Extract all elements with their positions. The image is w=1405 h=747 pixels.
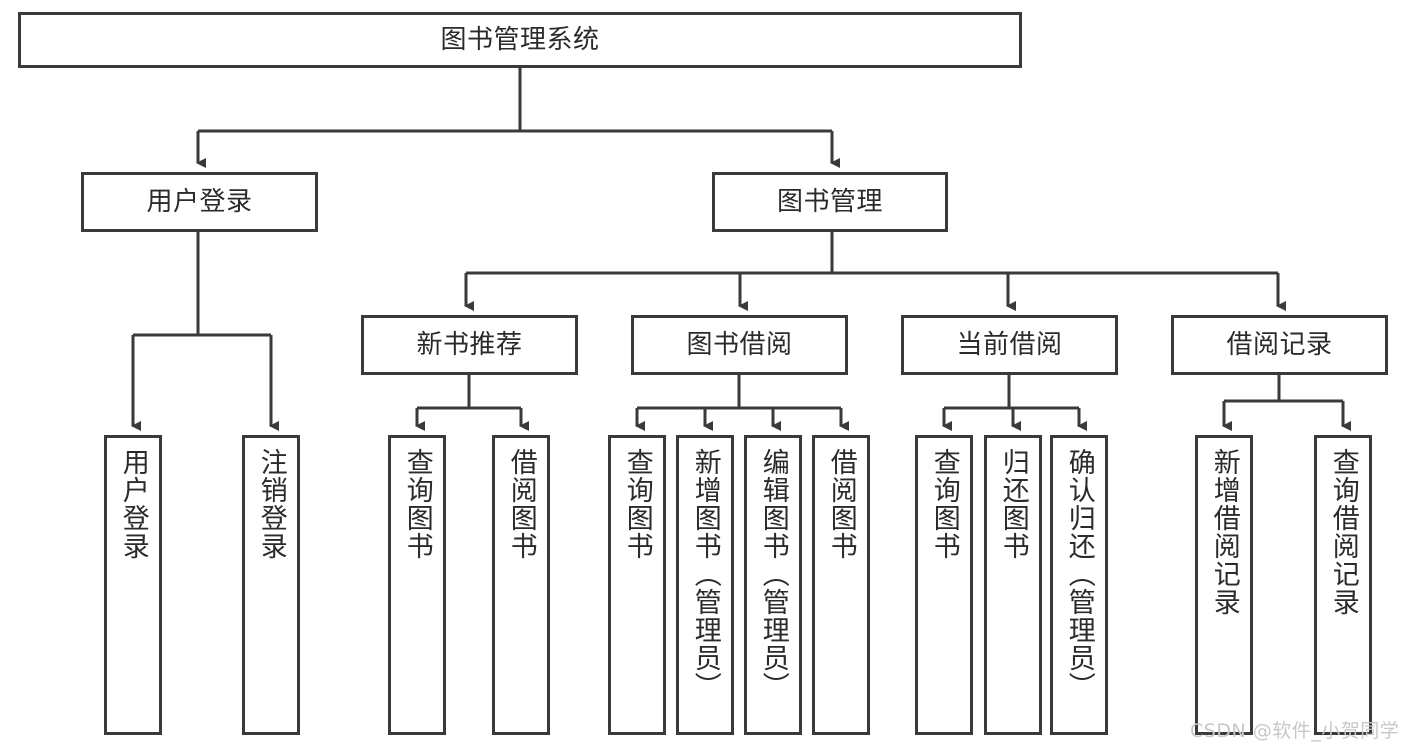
leaf-user-login[interactable]: 用户登录 <box>104 435 162 735</box>
leaf-borrow-book[interactable]: 借阅图书 <box>812 435 870 735</box>
node-label: 查询图书 <box>401 448 433 560</box>
node-label: 查询图书 <box>621 448 653 560</box>
node-label: 新增借阅记录 <box>1208 448 1240 616</box>
node-label: 借阅记录 <box>1226 329 1333 360</box>
node-label: 归还图书 <box>997 448 1029 560</box>
node-borrow-records[interactable]: 借阅记录 <box>1171 315 1388 375</box>
leaf-borrow-book-recommend[interactable]: 借阅图书 <box>492 435 550 735</box>
node-user-login[interactable]: 用户登录 <box>81 172 318 232</box>
node-current-borrow[interactable]: 当前借阅 <box>901 315 1118 375</box>
node-label: 编辑图书（管理员） <box>757 448 789 700</box>
node-book-borrow[interactable]: 图书借阅 <box>631 315 848 375</box>
node-root-system[interactable]: 图书管理系统 <box>18 12 1022 68</box>
leaf-add-borrow-record[interactable]: 新增借阅记录 <box>1195 435 1253 735</box>
node-label: 图书管理系统 <box>440 24 600 55</box>
node-label: 查询借阅记录 <box>1327 448 1359 616</box>
node-new-book-recommend[interactable]: 新书推荐 <box>361 315 578 375</box>
node-label: 注销登录 <box>255 448 287 560</box>
node-label: 用户登录 <box>146 186 253 217</box>
node-label: 图书借阅 <box>686 329 793 360</box>
leaf-confirm-return-admin[interactable]: 确认归还（管理员） <box>1050 435 1108 735</box>
leaf-query-book[interactable]: 查询图书 <box>608 435 666 735</box>
node-book-management[interactable]: 图书管理 <box>712 172 948 232</box>
leaf-query-borrow-record[interactable]: 查询借阅记录 <box>1314 435 1372 735</box>
node-label: 用户登录 <box>117 448 149 560</box>
leaf-edit-book-admin[interactable]: 编辑图书（管理员） <box>744 435 802 735</box>
node-label: 图书管理 <box>776 186 883 217</box>
leaf-return-book[interactable]: 归还图书 <box>984 435 1042 735</box>
leaf-add-book-admin[interactable]: 新增图书（管理员） <box>676 435 734 735</box>
node-label: 借阅图书 <box>505 448 537 560</box>
node-label: 确认归还（管理员） <box>1063 448 1095 700</box>
leaf-query-book-recommend[interactable]: 查询图书 <box>388 435 446 735</box>
leaf-user-logout[interactable]: 注销登录 <box>242 435 300 735</box>
leaf-query-book-current[interactable]: 查询图书 <box>915 435 973 735</box>
csdn-watermark: CSDN @软件_小贺同学 <box>1190 720 1400 742</box>
node-label: 新增图书（管理员） <box>689 448 721 700</box>
node-label: 借阅图书 <box>825 448 857 560</box>
node-label: 查询图书 <box>928 448 960 560</box>
node-label: 新书推荐 <box>416 329 523 360</box>
node-label: 当前借阅 <box>956 329 1063 360</box>
